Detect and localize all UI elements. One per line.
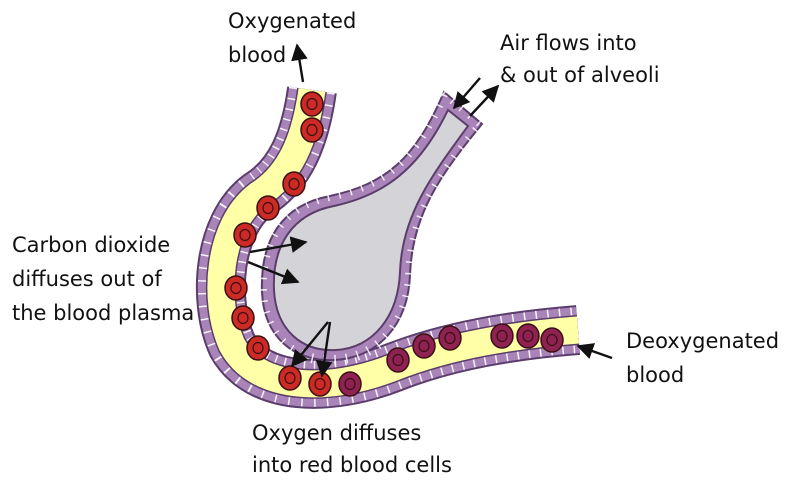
label-carbon-dioxide: Carbon dioxide diffuses out of the blood… [12,233,194,325]
label-oxygenated-blood: Oxygenated blood [228,9,363,67]
label-oxygen-diffuses: Oxygen diffuses into red blood cells [252,421,452,477]
red-blood-cell-icon [279,366,301,390]
red-blood-cell-icon [234,223,256,247]
deoxygenated-flow-arrow-icon [578,346,612,358]
air-out-arrow-icon [470,86,498,116]
red-blood-cell-icon [541,328,563,352]
red-blood-cell-icon [225,276,247,300]
red-blood-cell-icon [439,326,461,350]
red-blood-cell-icon [517,324,539,348]
red-blood-cell-icon [491,324,513,348]
red-blood-cell-icon [283,172,305,196]
label-air-flow: Air flows into & out of alveoli [500,31,660,87]
red-blood-cell-icon [301,92,323,116]
red-blood-cell-icon [247,336,269,360]
air-in-arrow-icon [454,78,480,108]
oxygenated-flow-arrow-icon [297,45,303,82]
label-deoxygenated-blood: Deoxygenated blood [626,329,786,387]
red-blood-cell-icon [387,348,409,372]
red-blood-cell-icon [309,372,331,396]
red-blood-cell-icon [413,334,435,358]
red-blood-cell-icon [301,118,323,142]
red-blood-cell-icon [339,372,361,396]
red-blood-cell-icon [257,196,279,220]
red-blood-cell-icon [232,306,254,330]
